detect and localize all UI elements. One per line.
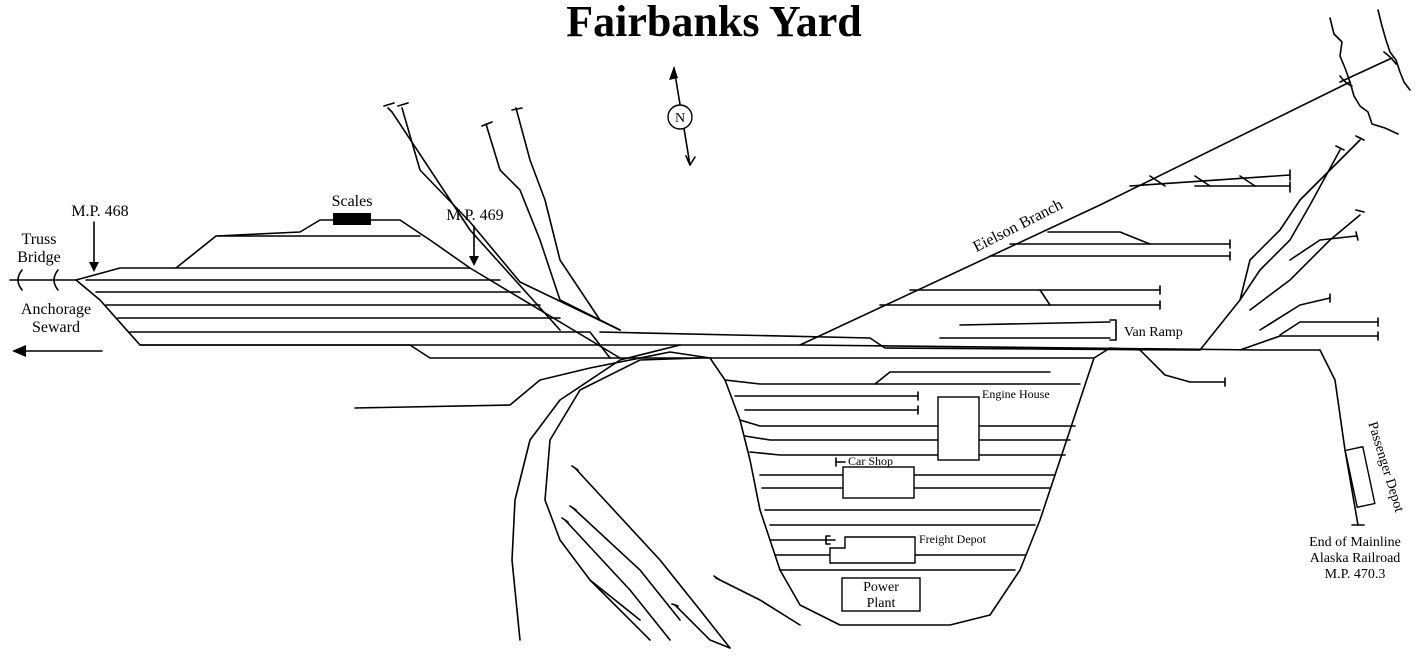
engine-house-building	[937, 396, 980, 461]
power-plant-label: Power	[863, 580, 899, 595]
end-of-mainline-label: End of Mainline	[1309, 535, 1401, 550]
engine-house-label: Engine House	[982, 387, 1050, 401]
diagram-title: Fairbanks Yard	[566, 0, 861, 46]
truss-bridge-label: Truss	[22, 231, 57, 248]
eielson-branch-label: Eielson Branch	[970, 196, 1065, 256]
track-bumpers	[383, 102, 1379, 607]
van-ramp-label: Van Ramp	[1124, 325, 1183, 340]
north-arrow-icon: N	[667, 66, 696, 166]
mp-469-marker: M.P. 469	[446, 207, 504, 266]
power-plant-building	[841, 577, 921, 612]
anchorage-label: Anchorage	[21, 301, 91, 318]
scales-building	[333, 213, 371, 225]
seward-label: Seward	[32, 319, 80, 336]
river-icon	[1329, 9, 1411, 135]
anchorage-direction-arrow-icon	[12, 345, 103, 357]
power-plant-label: Plant	[867, 596, 896, 611]
freight-depot-building	[829, 536, 916, 564]
svg-text:M.P. 468: M.P. 468	[71, 203, 128, 220]
compass-letter: N	[675, 111, 685, 126]
alaska-railroad-label: Alaska Railroad	[1310, 551, 1401, 566]
truss-bridge-label: Bridge	[17, 249, 61, 266]
scales-label: Scales	[332, 193, 373, 210]
mp-468-marker: M.P. 468	[71, 203, 129, 272]
mp-4703-label: M.P. 470.3	[1325, 567, 1386, 582]
car-shop-building	[842, 466, 915, 499]
svg-text:M.P. 469: M.P. 469	[446, 207, 503, 224]
yard-tracks	[9, 81, 1379, 649]
passenger-depot-building	[1344, 445, 1376, 509]
car-shop-label: Car Shop	[848, 454, 893, 468]
freight-depot-label: Freight Depot	[919, 532, 987, 546]
